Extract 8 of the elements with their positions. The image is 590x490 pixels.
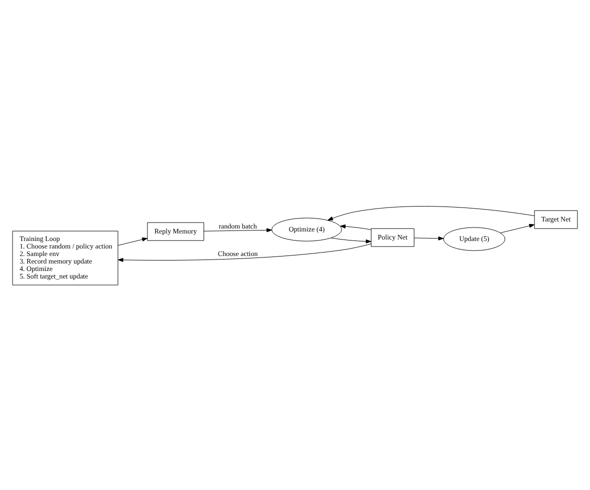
arrow — [500, 223, 535, 233]
arrow — [204, 228, 272, 232]
arrow — [118, 237, 148, 246]
arrow — [330, 237, 372, 243]
arrow — [327, 206, 535, 220]
arrow — [340, 224, 372, 230]
arrow — [414, 236, 444, 240]
arrow — [118, 243, 372, 262]
